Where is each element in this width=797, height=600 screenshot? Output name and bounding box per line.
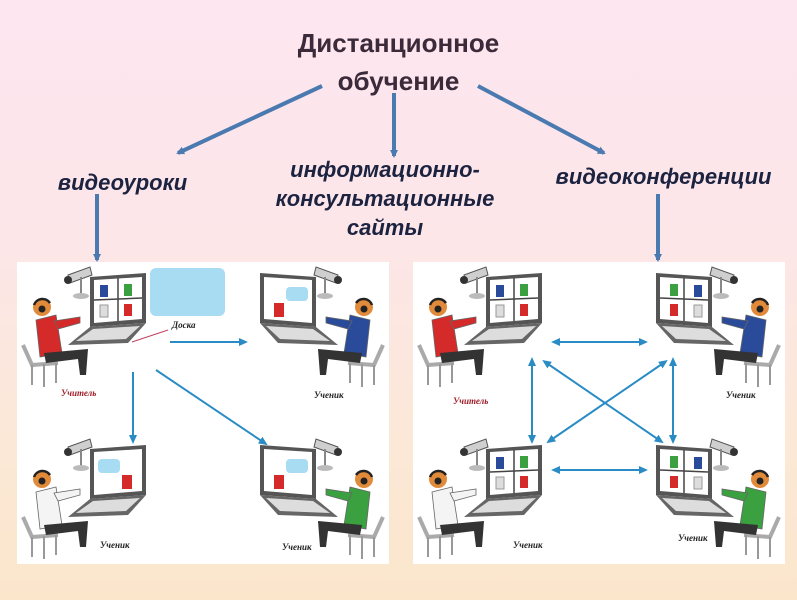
board-pointer-line	[131, 329, 169, 343]
board	[150, 268, 225, 316]
branch-info-sites: информационно- консультационные сайты	[235, 155, 535, 242]
branch-info-sites-line2: консультационные	[275, 186, 495, 211]
student-label-left-1: Ученик	[314, 390, 344, 400]
student-station-right-2	[417, 438, 542, 559]
student-label-right-1: Ученик	[726, 390, 756, 400]
diagram-title: Дистанционное обучение	[0, 24, 797, 100]
branch-video-lessons: видеоуроки	[57, 170, 188, 195]
teacher-station-right	[417, 266, 542, 387]
arrow-to-video-conferences	[477, 84, 606, 155]
branch-video-conferences: видеоконференции	[555, 164, 772, 189]
student-label-right-3: Ученик	[678, 533, 708, 543]
lesson-arrow-diagonal	[155, 369, 268, 446]
title-line-1: Дистанционное	[297, 28, 500, 58]
board-label: Доска	[172, 320, 196, 330]
student-station-left-1	[260, 266, 385, 387]
teacher-label-left: Учитель	[61, 388, 97, 398]
student-label-left-2: Ученик	[100, 540, 130, 550]
teacher-station-left	[21, 266, 146, 387]
arrow-to-video-lessons	[176, 84, 323, 155]
student-station-right-1	[656, 266, 781, 387]
branch-info-sites-line3: сайты	[346, 215, 424, 240]
teacher-label-right: Учитель	[453, 396, 489, 406]
student-station-right-3	[656, 438, 781, 559]
student-station-left-3	[260, 438, 385, 559]
student-station-left-2	[21, 438, 146, 559]
branch-info-sites-line1: информационно-	[290, 157, 480, 182]
title-line-2: обучение	[337, 66, 460, 96]
student-label-right-2: Ученик	[513, 540, 543, 550]
student-label-left-3: Ученик	[282, 542, 312, 552]
conf-arrow-diag-2	[546, 360, 668, 444]
